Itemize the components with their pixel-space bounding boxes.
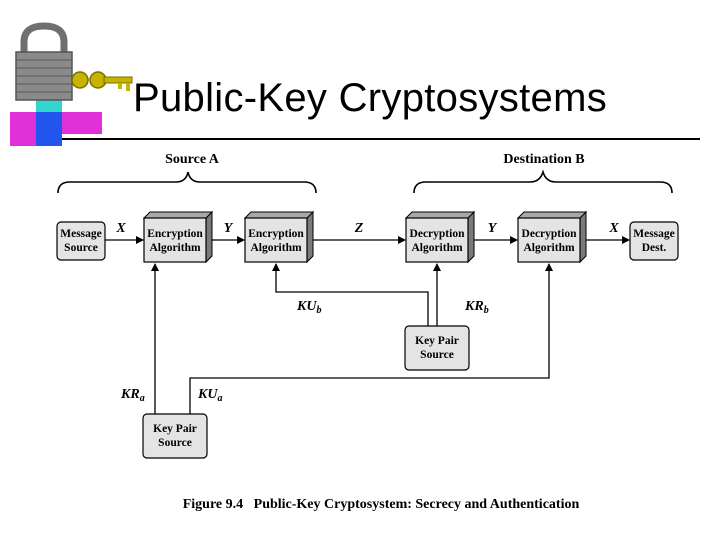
key-kub-label: KUb [296, 299, 321, 316]
svg-text:Encryption: Encryption [147, 228, 203, 240]
signal-y-mid: Y [224, 221, 234, 236]
signal-x-out: X [608, 221, 619, 236]
message-dest-box: Message Dest. [629, 221, 679, 261]
padlock-with-key-icon [10, 22, 133, 146]
decryption-algorithm-box-2: Decryption Algorithm [516, 210, 588, 264]
signal-y-out: Y [488, 221, 498, 236]
slide-title: Public-Key Cryptosystems [133, 76, 607, 120]
signal-x-in: X [115, 221, 126, 236]
svg-text:Key Pair: Key Pair [415, 335, 459, 347]
svg-text:Source: Source [64, 242, 98, 254]
svg-text:Algorithm: Algorithm [523, 242, 575, 254]
destination-b-label: Destination B [503, 152, 584, 167]
key-kua-label: KUa [197, 387, 222, 404]
destination-b-brace [413, 169, 673, 194]
svg-text:Algorithm: Algorithm [411, 242, 463, 254]
key-pair-source-a-box: Key Pair Source [142, 413, 208, 459]
svg-text:Encryption: Encryption [248, 228, 304, 240]
message-source-box: Message Source [56, 221, 106, 261]
svg-text:Message: Message [633, 228, 675, 240]
svg-text:Source: Source [420, 349, 454, 361]
title-rule [38, 138, 700, 140]
svg-text:Decryption: Decryption [410, 228, 466, 240]
key-krb-label: KRb [464, 299, 489, 316]
source-a-label: Source A [165, 152, 220, 167]
svg-text:Algorithm: Algorithm [149, 242, 201, 254]
key-pair-source-b-box: Key Pair Source [404, 325, 470, 371]
svg-text:Algorithm: Algorithm [250, 242, 302, 254]
decryption-algorithm-box-1: Decryption Algorithm [404, 210, 476, 264]
signal-z: Z [354, 221, 364, 236]
svg-text:Source: Source [158, 437, 192, 449]
encryption-algorithm-box-2: Encryption Algorithm [243, 210, 315, 264]
key-flow-arrows [151, 263, 553, 414]
svg-text:Decryption: Decryption [522, 228, 578, 240]
svg-text:Message: Message [60, 228, 102, 240]
svg-text:Key Pair: Key Pair [153, 423, 197, 435]
svg-text:Dest.: Dest. [642, 242, 667, 254]
encryption-algorithm-box-1: Encryption Algorithm [142, 210, 214, 264]
source-a-brace [57, 171, 317, 194]
key-kra-label: KRa [120, 387, 145, 404]
figure-caption: Figure 9.4 Public-Key Cryptosystem: Secr… [183, 497, 580, 512]
